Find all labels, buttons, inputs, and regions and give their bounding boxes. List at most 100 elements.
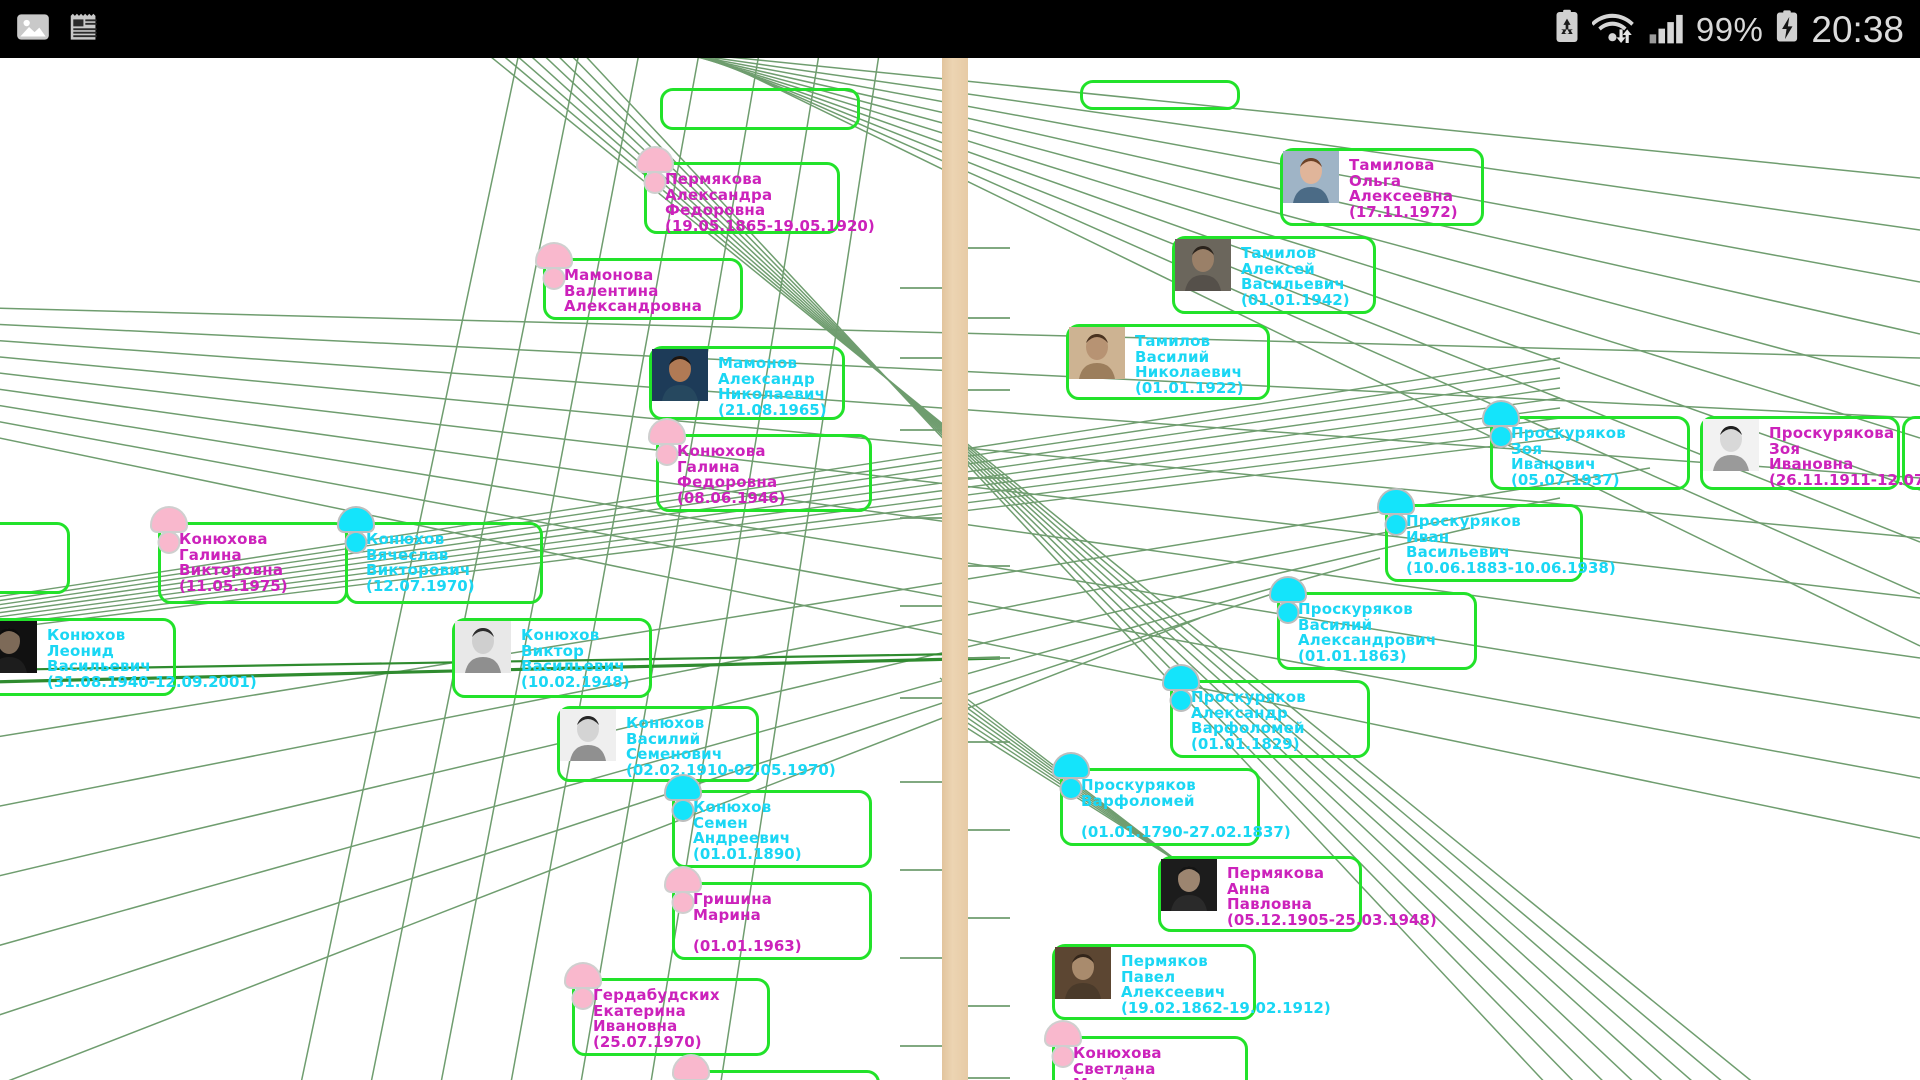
person-patronymic: Александровна — [564, 297, 703, 316]
person-surname: Пермякова — [665, 170, 763, 188]
person-surname: Конюхов — [521, 626, 600, 644]
person-given-name: Валентина — [564, 281, 659, 300]
person-patronymic: Викторович — [366, 561, 471, 580]
person-surname: Пермяков — [1121, 952, 1208, 970]
status-bar: 99% 20:38 — [0, 0, 1920, 58]
person-patronymic: Васильевич — [1241, 275, 1345, 294]
person-dates: (08.06.1946) — [677, 488, 786, 507]
person-dates: (05.12.1905-25.03.1948) — [1227, 910, 1437, 929]
person-given-name: Иван — [1406, 527, 1450, 546]
person-given-name: Галина — [677, 457, 740, 476]
avatar-photo — [1161, 859, 1217, 911]
person-patronymic: Викторовна — [179, 561, 284, 580]
person-dates: (01.01.1963) — [693, 936, 802, 955]
person-surname: Тамилова — [1349, 156, 1435, 174]
person-patronymic: Михайловна — [1073, 1077, 1182, 1080]
avatar-photo — [1283, 151, 1339, 203]
person-card-partial[interactable] — [0, 522, 70, 594]
person-given-name: Виктор — [521, 641, 585, 660]
clock-label: 20:38 — [1811, 8, 1904, 50]
person-patronymic: Ивановна — [593, 1017, 678, 1036]
person-name-block: КонюховаСветланаМихайловна(25.07.1943) — [1069, 1039, 1192, 1080]
person-dates: (01.01.1890) — [693, 844, 802, 863]
person-dates: (21.08.1965) — [718, 400, 827, 419]
avatar-photo — [1055, 947, 1111, 999]
battery-percent-label: 99% — [1695, 10, 1764, 48]
person-patronymic: Андреевич — [693, 829, 791, 848]
person-surname: Гердабудских — [593, 986, 720, 1004]
person-card[interactable]: ГердабудскихНадеждаИвановна(20.05.1950) — [674, 1056, 880, 1080]
person-surname: Конюхов — [47, 626, 126, 644]
person-dates: (12.07.1970) — [366, 576, 475, 595]
news-widget-icon[interactable] — [66, 8, 104, 50]
person-dates: (25.07.1970) — [593, 1032, 702, 1051]
person-surname: Мамонова — [564, 266, 654, 284]
signal-bars-icon — [1647, 9, 1685, 49]
person-card-partial[interactable] — [1902, 416, 1920, 490]
person-dates: (10.06.1883-10.06.1938) — [1406, 558, 1616, 577]
person-card[interactable]: КонюховаСветланаМихайловна(25.07.1943) — [1046, 1022, 1248, 1080]
person-given-name: Варфоломей — [1081, 791, 1195, 810]
person-dates: (31.08.1940-12.09.2001) — [47, 672, 257, 691]
status-bar-left-icons — [0, 8, 104, 50]
person-dates: (02.02.1910-02.05.1970) — [626, 760, 836, 779]
battery-saver-icon — [1553, 9, 1581, 49]
person-surname: Конюхов — [693, 798, 772, 816]
person-patronymic: Павловна — [1227, 895, 1313, 914]
person-card-partial[interactable] — [1080, 80, 1240, 110]
person-surname: Проскуряков — [1511, 424, 1626, 442]
person-surname: Мамонов — [718, 354, 798, 372]
person-card-partial[interactable] — [660, 88, 860, 130]
person-given-name: Вячеслав — [366, 545, 449, 564]
person-given-name: Алексей — [1241, 259, 1315, 278]
person-surname: Конюхов — [626, 714, 705, 732]
person-dates: (10.02.1948) — [521, 672, 630, 691]
person-name-block: ГердабудскихНадеждаИвановна(20.05.1950) — [697, 1073, 838, 1080]
person-patronymic: Варфоломей — [1191, 719, 1305, 738]
person-surname: Конюхова — [1073, 1044, 1162, 1062]
person-given-name: Леонид — [47, 641, 115, 660]
person-given-name: Павел — [1121, 967, 1176, 986]
gallery-icon[interactable] — [14, 8, 52, 50]
person-dates: (01.01.1942) — [1241, 290, 1350, 309]
person-given-name: Александр — [718, 369, 815, 388]
person-given-name: Василий — [1135, 347, 1210, 366]
person-surname: Тамилов — [1241, 244, 1317, 262]
